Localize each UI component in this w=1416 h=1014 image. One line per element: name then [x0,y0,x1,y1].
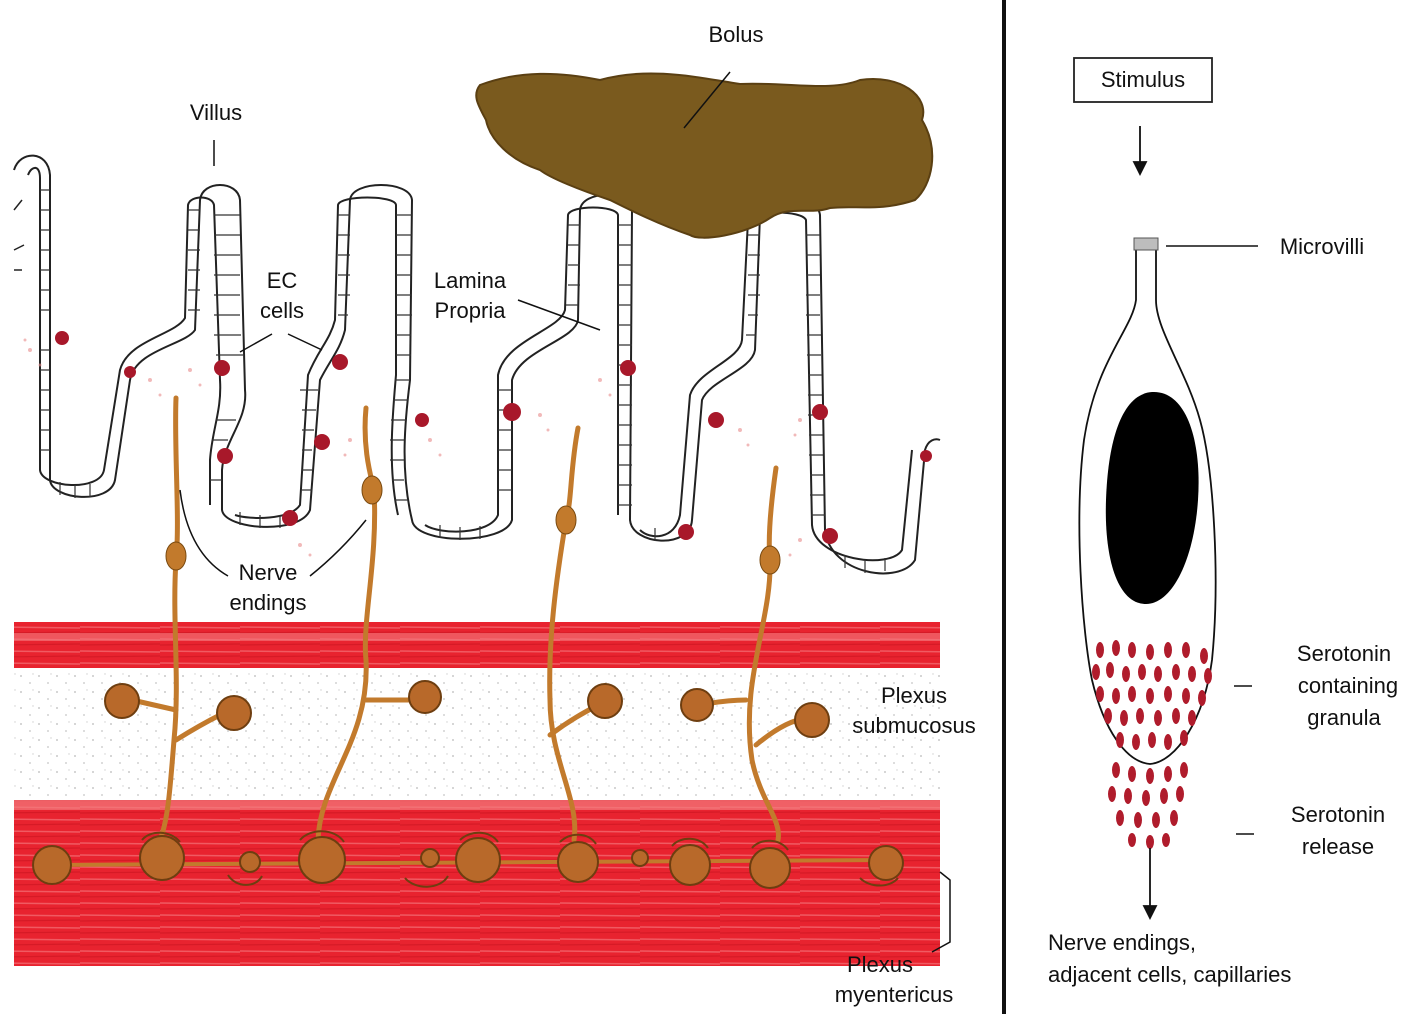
ec-cells-label-line1: EC [267,268,298,293]
ec-cells [55,331,932,544]
release-label-line2: release [1302,834,1374,859]
muscularis-externa-band [14,800,940,966]
nerve-endings-label-line1: Nerve [239,560,298,585]
plexus-submucosus-label-line1: Plexus [881,683,947,708]
release-label-line1: Serotonin [1291,802,1385,827]
bolus-shape [476,73,932,237]
lamina-propria-label-line2: Propria [435,298,507,323]
ec-cells-label-line2: cells [260,298,304,323]
muscularis-mucosae-band [14,622,940,668]
granula-label-line2: containing [1298,673,1398,698]
released-serotonin [1108,762,1188,849]
release-arrow [1144,848,1156,918]
villus-label: Villus [190,100,242,125]
microvilli-tuft [1134,238,1158,250]
bolus-label: Bolus [708,22,763,47]
intestinal-wall-illustration: Bolus Villus EC cells Lamina Propria Ner… [14,22,976,1007]
targets-label-line1: Nerve endings, [1048,930,1196,955]
villi-epithelium [14,156,940,574]
plexus-myentericus-label-line1: Plexus [847,952,913,977]
lamina-propria-label-line1: Lamina [434,268,507,293]
targets-label-line2: adjacent cells, capillaries [1048,962,1291,987]
granula-label-line3: granula [1307,705,1381,730]
stimulus-label: Stimulus [1101,67,1185,92]
microvilli-label: Microvilli [1280,234,1364,259]
plexus-submucosus-label-line2: submucosus [852,713,976,738]
ec-cell-schematic: Stimulus Microvilli [1048,58,1398,987]
granula-label-line1: Serotonin [1297,641,1391,666]
plexus-myentericus-label-line2: myentericus [835,982,954,1007]
stimulus-arrow [1134,126,1146,174]
nerve-endings-label-line2: endings [229,590,306,615]
